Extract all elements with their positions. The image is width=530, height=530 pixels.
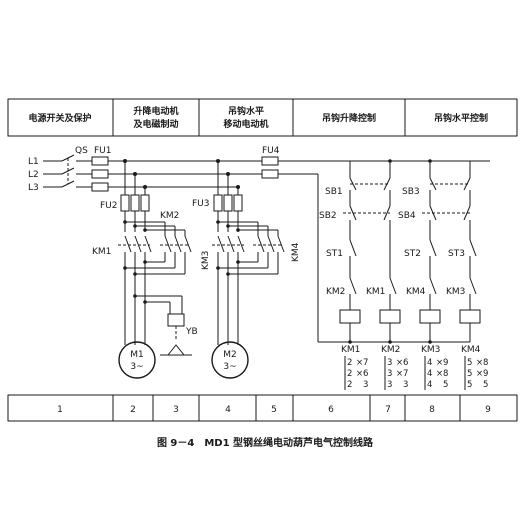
- contact-km2-left-3: 3: [387, 380, 392, 390]
- limit-label-st2: ST2: [404, 249, 421, 259]
- fuse-label-fu1: FU1: [94, 146, 112, 156]
- header-travel-control: 吊钩水平控制: [434, 112, 488, 124]
- svg-text:×: ×: [436, 369, 443, 379]
- contact-km4-right-3: 5: [483, 380, 488, 390]
- interlock-label-km3: KM3: [446, 287, 465, 297]
- svg-text:×: ×: [476, 369, 483, 379]
- header-power-protection: 电源开关及保护: [28, 112, 91, 124]
- contact-km2-right-1: 6: [403, 358, 408, 368]
- button-label-sb1: SB1: [325, 187, 343, 197]
- button-label-sb4: SB4: [398, 211, 416, 221]
- motor-m2-symbol: [211, 341, 249, 379]
- contact-km1-right-2: 6: [363, 369, 368, 379]
- contact-km3-left-3: 4: [427, 380, 432, 390]
- footer-col-7: 7: [385, 405, 391, 415]
- contact-km3-right-2: 8: [443, 369, 448, 379]
- contact-km2-left-2: 3: [387, 369, 392, 379]
- contactor-label-km1-m1: KM1: [92, 247, 111, 257]
- phase-label-l3: L3: [28, 183, 39, 193]
- contact-km3-right-3: 5: [443, 380, 448, 390]
- svg-text:×: ×: [356, 369, 363, 379]
- footer-col-4: 4: [225, 405, 231, 415]
- button-label-sb3: SB3: [402, 187, 420, 197]
- phase-label-l1: L1: [28, 157, 39, 167]
- interlock-label-km1: KM1: [366, 287, 385, 297]
- coil-label-km4: KM4: [461, 345, 481, 355]
- contact-km3-right-1: 9: [443, 358, 448, 368]
- coil-km2: [379, 309, 401, 324]
- header-hoist-motor-line2: 及电磁制动: [133, 118, 178, 130]
- header-travel-motor-line1: 吊钩水平: [228, 105, 264, 117]
- footer-col-3: 3: [173, 405, 179, 415]
- header-hoist-control: 吊钩升降控制: [322, 112, 376, 124]
- svg-text:×: ×: [476, 358, 483, 368]
- contact-km1-left-3: 2: [347, 380, 352, 390]
- control-circuit: FU4 SB1 SB3 SB2 SB4: [250, 146, 490, 355]
- fuse-fu1: FU1: [91, 146, 112, 192]
- switch-label-qs: QS: [75, 146, 88, 156]
- footer-col-1: 1: [57, 405, 63, 415]
- svg-text:×: ×: [396, 369, 403, 379]
- coil-label-km2: KM2: [381, 345, 400, 355]
- fuse-label-fu3: FU3: [192, 199, 210, 209]
- motor-m2-name: M2: [223, 350, 237, 360]
- footer-table: 1 2 3 4 5 6 7 8 9: [7, 394, 518, 422]
- interlock-label-km4: KM4: [406, 287, 426, 297]
- motor-m1-branch: FU2 KM2 KM1: [92, 194, 198, 379]
- fuse-label-fu4: FU4: [262, 146, 280, 156]
- contact-km2-right-2: 7: [403, 369, 408, 379]
- contact-km4-right-1: 8: [483, 358, 488, 368]
- fuse-label-fu2-text: FU2: [100, 201, 118, 211]
- motor-m1-symbol: [118, 341, 156, 379]
- coil-km1: [339, 309, 361, 324]
- header-hoist-motor-line1: 升降电动机: [133, 105, 178, 117]
- contact-km3-left-1: 4: [427, 358, 432, 368]
- footer-col-5: 5: [271, 405, 277, 415]
- contact-km4-left-1: 5: [467, 358, 472, 368]
- footer-col-8: 8: [429, 405, 435, 415]
- coil-km4: [459, 309, 481, 324]
- brake-label-yb: YB: [185, 327, 198, 337]
- main-bus: [108, 159, 310, 195]
- footer-col-6: 6: [328, 405, 334, 415]
- header-travel-motor-line2: 移动电动机: [223, 118, 268, 130]
- contact-table: 2 2 2 7 6 3 ×× 3 3 3 6 7 3 ×× 4 4 4 9 8 …: [344, 356, 488, 390]
- contact-km1-right-3: 3: [363, 380, 368, 390]
- interlock-label-km2: KM2: [326, 287, 345, 297]
- figure-caption: 图 9－4 MD1 型钢丝绳电动葫芦电气控制线路: [157, 436, 374, 449]
- contact-km1-left-2: 2: [347, 369, 352, 379]
- contact-km2-left-1: 3: [387, 358, 392, 368]
- phase-label-l2: L2: [28, 170, 39, 180]
- contact-km3-left-2: 4: [427, 369, 432, 379]
- header-table: 电源开关及保护 升降电动机 及电磁制动 吊钩水平 移动电动机 吊钩升降控制 吊钩…: [7, 98, 518, 137]
- coil-label-km3: KM3: [421, 345, 440, 355]
- contact-km2-right-3: 3: [403, 380, 408, 390]
- coil-km3: [419, 309, 441, 324]
- svg-text:×: ×: [436, 358, 443, 368]
- limit-label-st1: ST1: [326, 249, 343, 259]
- contact-km4-left-3: 5: [467, 380, 472, 390]
- button-label-sb2: SB2: [319, 211, 337, 221]
- motor-m1-name: M1: [130, 350, 144, 360]
- limit-label-st3: ST3: [448, 249, 465, 259]
- motor-m2-type: 3~: [223, 362, 236, 372]
- contact-km4-right-2: 9: [483, 369, 488, 379]
- power-input: L1 L2 L3 QS: [28, 146, 92, 193]
- contactor-label-km4-m2: KM4: [291, 242, 301, 262]
- svg-text:×: ×: [396, 358, 403, 368]
- footer-col-9: 9: [485, 405, 491, 415]
- motor-m1-type: 3~: [130, 362, 143, 372]
- svg-text:×: ×: [356, 358, 363, 368]
- motor-m2-branch: FU3 KM3 KM4: [192, 194, 301, 379]
- contact-km1-right-1: 7: [363, 358, 368, 368]
- contactor-label-km3-m2: KM3: [201, 251, 211, 270]
- contact-km1-left-1: 2: [347, 358, 352, 368]
- contactor-label-km2-m1: KM2: [160, 211, 179, 221]
- footer-col-2: 2: [130, 405, 136, 415]
- coil-label-km1: KM1: [341, 345, 360, 355]
- contact-km4-left-2: 5: [467, 369, 472, 379]
